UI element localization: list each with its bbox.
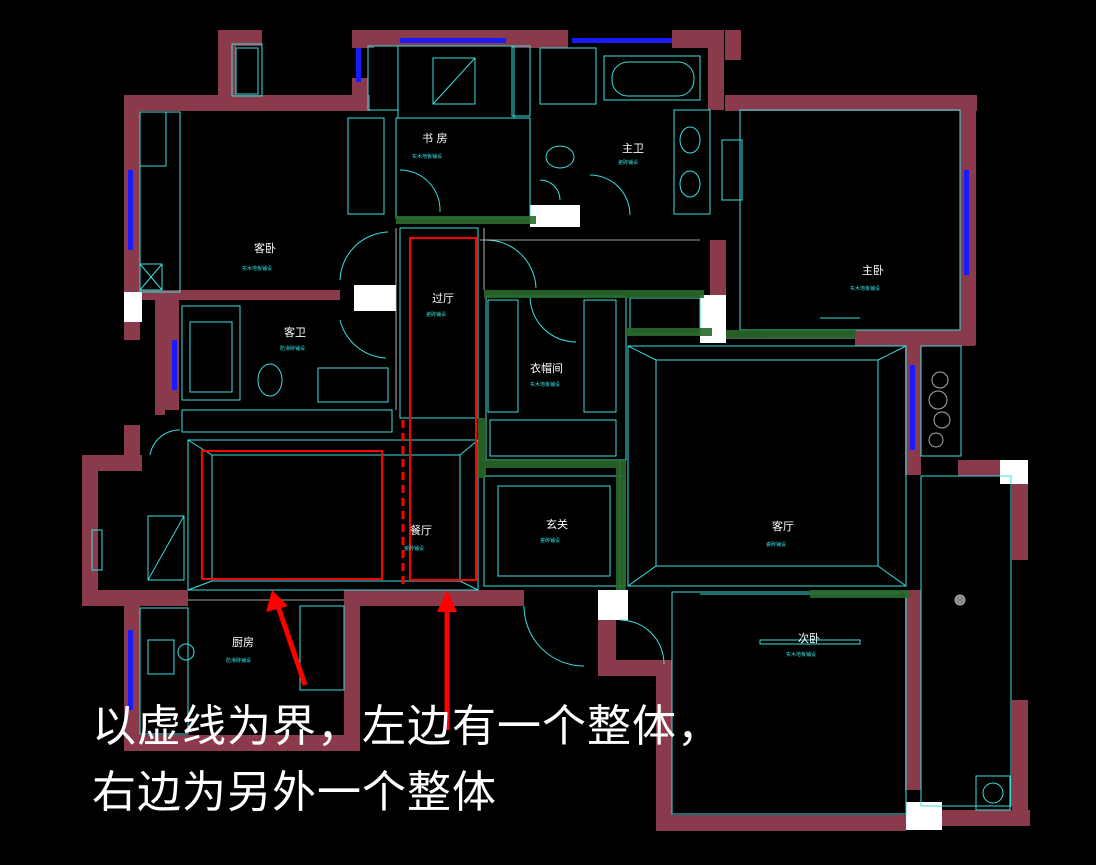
room-label-second-bed: 次卧 (798, 631, 820, 645)
windows (128, 38, 969, 710)
room-label-foyer: 玄关 (546, 517, 568, 531)
room-label-closet: 衣帽间 (530, 361, 563, 375)
white-lines (188, 228, 855, 601)
arrow-left (275, 605, 308, 686)
room-sub-foyer: 瓷砖铺设 (540, 537, 560, 544)
room-sub-living: 瓷砖铺设 (766, 541, 786, 548)
room-labels: 书 房 实木地板铺设 主卫 瓷砖铺设 客卧 实木地板铺设 过厅 瓷砖铺设 主卧 … (226, 132, 884, 664)
room-label-master-bed: 主卧 (862, 264, 884, 277)
room-label-study: 书 房 (422, 132, 448, 145)
room-sub-second-bed: 实木地板铺设 (786, 651, 816, 658)
room-label-guest-bed: 客卧 (254, 241, 276, 255)
highlight-corridor (409, 237, 477, 581)
partition-walls (396, 216, 910, 598)
caption-line-2: 右边为另外一个整体 (92, 767, 497, 818)
room-label-kitchen: 厨房 (232, 636, 254, 649)
room-sub-corridor: 瓷砖铺设 (426, 311, 446, 318)
caption-line-1: 以虚线为界，左边有一个整体， (92, 701, 722, 752)
room-label-dining: 餐厅 (410, 523, 432, 537)
room-sub-dining: 瓷砖铺设 (404, 545, 424, 552)
room-label-master-bath: 主卫 (622, 142, 644, 155)
room-sub-master-bed: 实木地板铺设 (850, 285, 880, 292)
room-sub-study: 实木地板铺设 (412, 153, 442, 160)
highlight-dining (201, 450, 383, 580)
room-sub-closet: 实木地板铺设 (530, 381, 560, 388)
room-label-living: 客厅 (772, 519, 794, 533)
room-sub-guest-bed: 实木地板铺设 (242, 265, 272, 272)
room-sub-master-bath: 瓷砖铺设 (618, 159, 638, 166)
room-sub-kitchen: 防滑砖铺设 (226, 657, 251, 664)
plant-icon (928, 371, 966, 606)
highlights (201, 237, 477, 588)
room-label-corridor: 过厅 (432, 292, 454, 305)
room-sub-guest-bath: 防滑砖铺设 (280, 345, 305, 352)
room-label-guest-bath: 客卫 (284, 325, 306, 339)
columns (124, 205, 1028, 830)
arrows (266, 590, 457, 730)
